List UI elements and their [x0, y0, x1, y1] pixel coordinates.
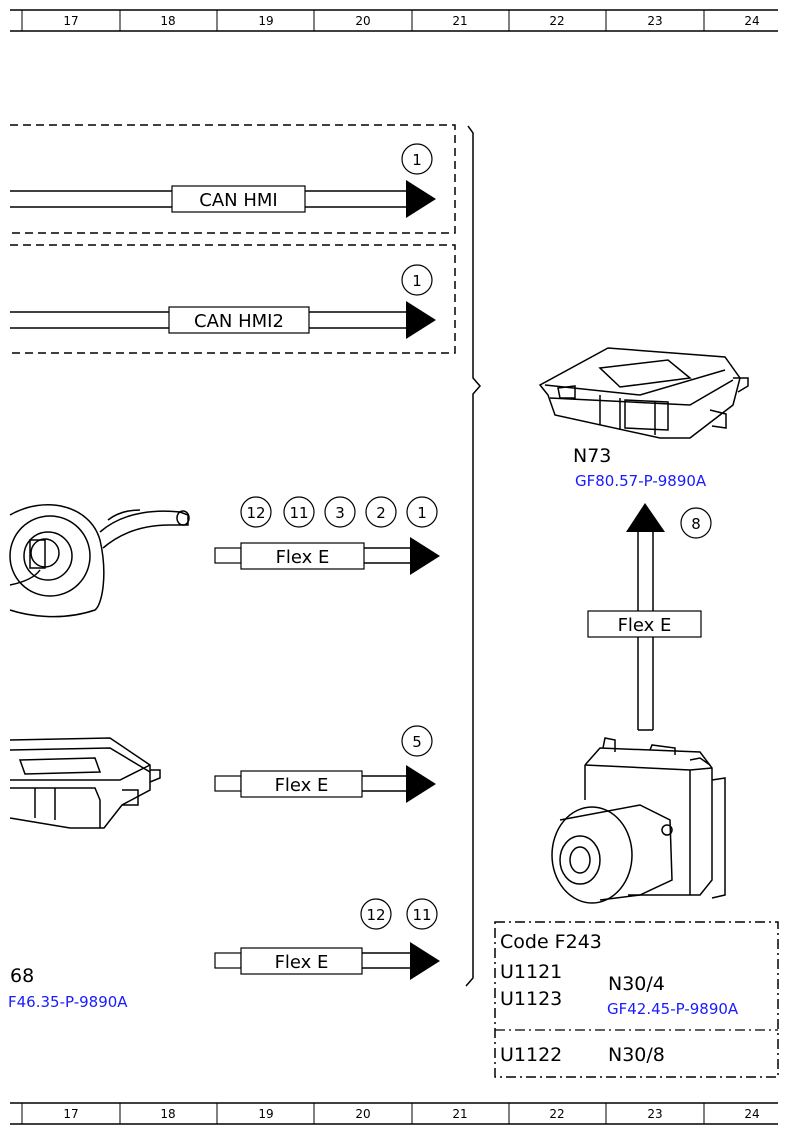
- code-box-code-u1123: U1123: [500, 988, 562, 1010]
- top-col-17: 17: [63, 14, 78, 28]
- can-hmi-box: CAN HMI 1: [10, 124, 456, 234]
- code-box-title: Code F243: [500, 931, 602, 953]
- flex-row-2-label: Flex E: [275, 775, 329, 796]
- flex-row-2-marker: 5: [412, 733, 422, 751]
- can-hmi2-label: CAN HMI2: [194, 311, 284, 332]
- flex-row-1-marker-2: 2: [376, 504, 386, 522]
- flex-row-3-marker-11: 11: [412, 906, 431, 924]
- flex-row-2-arrow: [406, 765, 436, 803]
- left-control-unit-image: [9, 737, 161, 829]
- n73-control-unit-image: [538, 347, 749, 439]
- flex-row-3: Flex E 12 11: [214, 898, 440, 980]
- bottom-ruler: 17 18 19 20 21 22 23 24: [10, 1102, 778, 1125]
- top-col-18: 18: [160, 14, 175, 28]
- can-hmi2-arrow: [406, 301, 436, 339]
- can-hmi2-marker: 1: [412, 272, 422, 290]
- code-box: Code F243 U1121 U1123 N30/4 GF42.45-P-98…: [494, 921, 779, 1078]
- code-box-code-u1121: U1121: [500, 961, 562, 983]
- bottom-col-23: 23: [647, 1107, 662, 1121]
- flex-vertical-bus: Flex E 8: [587, 503, 712, 731]
- flex-row-3-marker-12: 12: [366, 906, 385, 924]
- can-hmi-arrow: [406, 180, 436, 218]
- top-col-20: 20: [355, 14, 370, 28]
- bottom-col-24: 24: [744, 1107, 759, 1121]
- left-module-name: 68: [10, 965, 34, 987]
- flex-row-1-marker-12: 12: [246, 504, 265, 522]
- flex-vertical-marker: 8: [691, 515, 701, 533]
- top-col-24: 24: [744, 14, 759, 28]
- bottom-col-21: 21: [452, 1107, 467, 1121]
- flex-row-2: Flex E 5: [214, 725, 436, 803]
- top-col-23: 23: [647, 14, 662, 28]
- flex-row-1-marker-1: 1: [417, 504, 427, 522]
- top-col-21: 21: [452, 14, 467, 28]
- flex-row-1-marker-11: 11: [289, 504, 308, 522]
- flex-row-1-label: Flex E: [276, 547, 330, 568]
- bottom-col-22: 22: [549, 1107, 564, 1121]
- can-hmi2-box: CAN HMI2 1: [10, 244, 456, 354]
- code-box-component-n30-4: N30/4: [608, 973, 665, 995]
- left-module-ref-link[interactable]: F46.35-P-9890A: [8, 993, 128, 1011]
- flex-row-1-arrow: [410, 537, 440, 575]
- can-hmi-label: CAN HMI: [199, 190, 277, 211]
- top-col-19: 19: [258, 14, 273, 28]
- top-col-22: 22: [549, 14, 564, 28]
- camera-unit-image: [551, 737, 726, 904]
- top-ruler: 17 18 19 20 21 22 23 24: [10, 9, 778, 32]
- code-box-ref-link[interactable]: GF42.45-P-9890A: [607, 1000, 739, 1018]
- bottom-col-18: 18: [160, 1107, 175, 1121]
- steering-switch-image: [9, 504, 190, 618]
- bottom-col-19: 19: [258, 1107, 273, 1121]
- flex-vertical-arrow: [626, 503, 665, 532]
- bottom-col-17: 17: [63, 1107, 78, 1121]
- code-box-code-u1122: U1122: [500, 1044, 562, 1066]
- can-hmi-marker: 1: [412, 151, 422, 169]
- n73-name: N73: [573, 445, 611, 467]
- code-box-component-n30-8: N30/8: [608, 1044, 665, 1066]
- bottom-col-20: 20: [355, 1107, 370, 1121]
- group-brace: [465, 125, 481, 987]
- flex-row-1-marker-3: 3: [335, 504, 345, 522]
- flex-vertical-label: Flex E: [618, 615, 672, 636]
- flex-row-3-label: Flex E: [275, 952, 329, 973]
- flex-row-3-arrow: [410, 942, 440, 980]
- n73-ref-link[interactable]: GF80.57-P-9890A: [575, 472, 707, 490]
- flex-row-1: Flex E 12 11 3 2 1: [214, 496, 440, 575]
